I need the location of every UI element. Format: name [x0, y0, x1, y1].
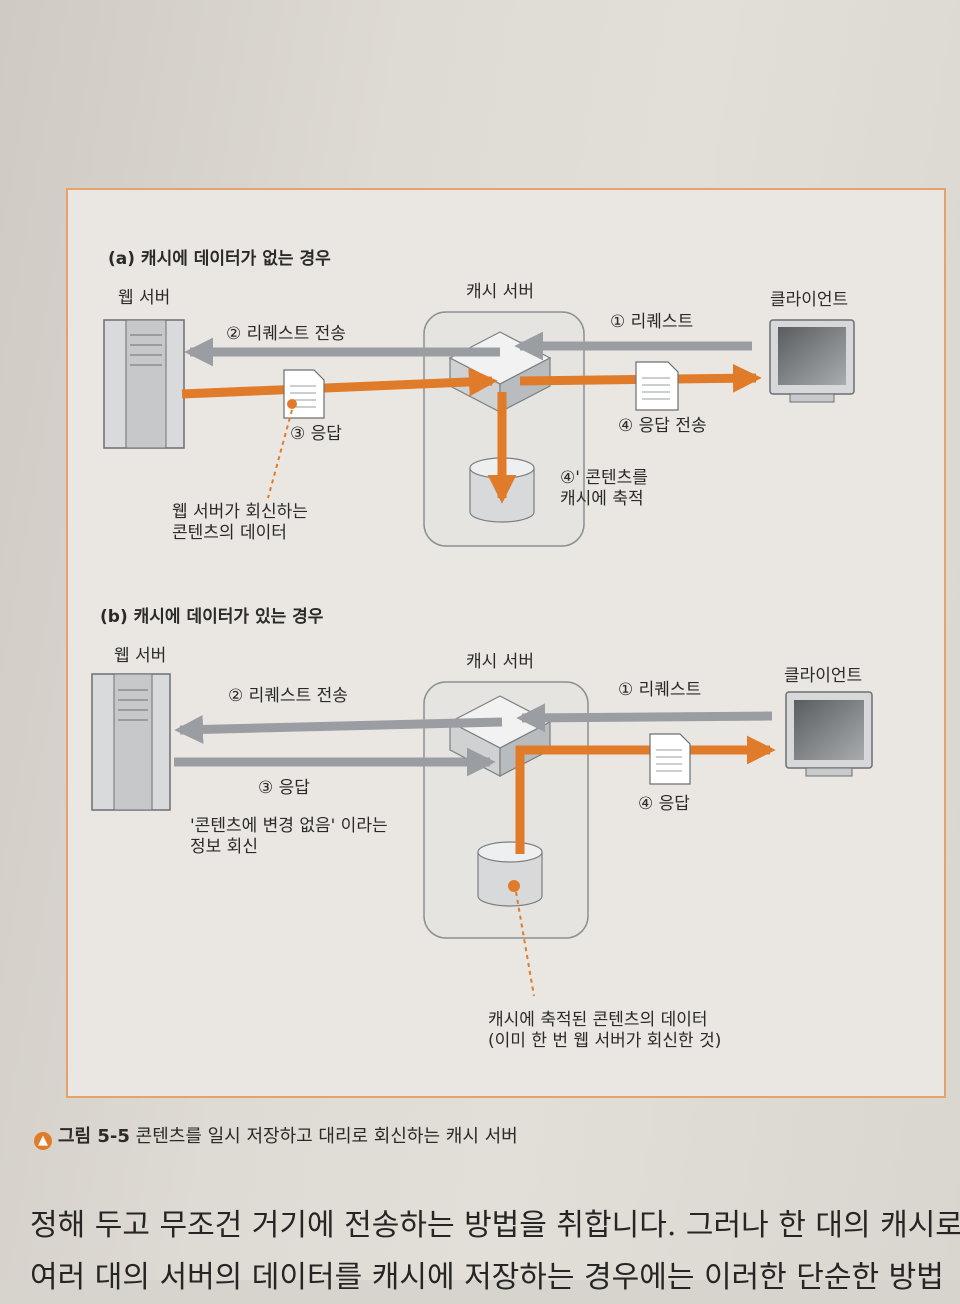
figure-caption: ▲ 그림 5-5 콘텐츠를 일시 저장하고 대리로 회신하는 캐시 서버: [34, 1122, 518, 1150]
web-server-label: 웹 서버: [114, 646, 167, 666]
step-2-label: ② 리퀘스트 전송: [228, 686, 348, 706]
step-4-label: ④ 응답: [638, 794, 690, 814]
step-4-label: ④ 응답 전송: [618, 416, 707, 436]
cached-content-note: 캐시에 축적된 콘텐츠의 데이터 (이미 한 번 웹 서버가 회신한 것): [488, 1010, 722, 1052]
document-icon: [649, 733, 691, 785]
cache-server-label: 캐시 서버: [466, 282, 534, 302]
step-4p-label: ④' 콘텐츠를 캐시에 축적: [560, 468, 648, 510]
client-label: 클라이언트: [770, 290, 849, 310]
step-1-label: ① 리퀘스트: [618, 680, 702, 700]
no-change-note: '콘텐츠에 변경 없음' 이라는 정보 회신: [190, 816, 388, 858]
web-server-icon: [103, 319, 185, 449]
body-line-2: 여러 대의 서버의 데이터를 캐시에 저장하는 경우에는 이러한 단순한 방법: [30, 1260, 944, 1295]
body-paragraph: 정해 두고 무조건 거기에 전송하는 방법을 취합니다. 그러나 한 대의 캐시…: [30, 1200, 960, 1304]
step-1-label: ① 리퀘스트: [610, 312, 694, 332]
callout-line: [267, 409, 293, 499]
request-arrow-1: [516, 703, 773, 733]
document-icon: [283, 369, 325, 419]
cache-storage-icon: [477, 841, 543, 907]
panel-b: [91, 673, 873, 997]
content-data-note: 웹 서버가 회신하는 콘텐츠의 데이터: [172, 502, 308, 544]
panel-b-title: (b) 캐시에 데이터가 있는 경우: [100, 607, 324, 627]
step-3-label: ③ 응답: [290, 424, 342, 444]
client-monitor-icon: [785, 691, 873, 777]
body-line-1: 정해 두고 무조건 거기에 전송하는 방법을 취합니다. 그러나 한 대의 캐시…: [30, 1208, 960, 1243]
web-server-icon: [91, 673, 171, 811]
caption-label: 그림 5-5: [58, 1126, 130, 1147]
cache-server-label: 캐시 서버: [466, 652, 534, 672]
step-2-label: ② 리퀘스트 전송: [226, 324, 346, 344]
step-3-label: ③ 응답: [258, 778, 310, 798]
response-arrow-3: [181, 367, 498, 399]
client-monitor-icon: [769, 319, 855, 403]
client-label: 클라이언트: [784, 666, 863, 686]
callout-line: [515, 891, 535, 997]
caption-arrow-icon: ▲: [34, 1132, 52, 1150]
web-server-label: 웹 서버: [118, 288, 171, 308]
document-icon: [635, 361, 679, 411]
caption-text: 콘텐츠를 일시 저장하고 대리로 회신하는 캐시 서버: [135, 1126, 518, 1147]
request-arrow-2: [174, 715, 503, 744]
panel-a-title: (a) 캐시에 데이터가 없는 경우: [108, 249, 331, 269]
panel-a: [103, 311, 855, 547]
